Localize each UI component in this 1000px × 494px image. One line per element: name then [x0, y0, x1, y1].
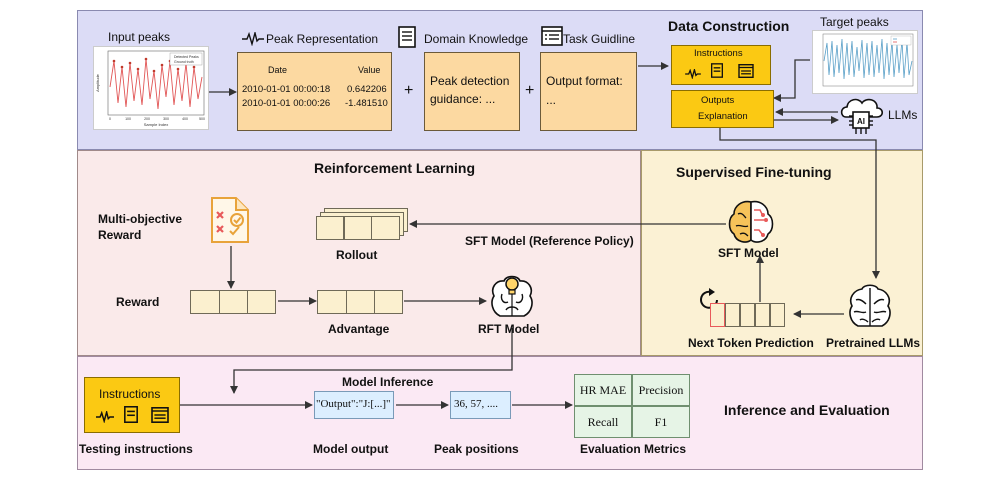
- peak-positions-value: 36, 57, ....: [454, 398, 498, 410]
- token-cell: [740, 303, 755, 327]
- table-row-2-date: 2010-01-01 00:00:26: [242, 98, 331, 109]
- peak-table-box: [237, 52, 392, 131]
- table-row-2-value: -1.481510: [345, 98, 388, 109]
- plus-sign-1: +: [404, 82, 414, 99]
- chip-ai-label: AI: [857, 117, 865, 126]
- guidance-text: Peak detection guidance: ...: [430, 74, 510, 106]
- inference-evaluation-title: Inference and Evaluation: [724, 402, 890, 418]
- waveform-icon: [685, 66, 701, 84]
- plot-xtick-6: 500: [199, 117, 205, 121]
- document-icon: [711, 63, 723, 83]
- table-row-1-date: 2010-01-01 00:00:18: [242, 84, 331, 95]
- advantage-cell: [374, 290, 403, 314]
- metric-recall: Recall: [574, 406, 632, 438]
- waveform-icon: [96, 409, 114, 428]
- peak-positions-label: Peak positions: [434, 442, 519, 456]
- sft-model-label: SFT Model: [718, 246, 779, 260]
- rft-model-label: RFT Model: [478, 322, 540, 336]
- peak-positions-box: [450, 391, 511, 419]
- plot-xtick-4: 300: [163, 117, 169, 121]
- llms-label: LLMs: [888, 108, 918, 122]
- sft-brain-circuit-icon: [726, 198, 776, 251]
- task-list-icon: [541, 26, 563, 51]
- plot-ylabel: Amplitude: [95, 73, 100, 92]
- reward-checklist-icon: [206, 194, 256, 251]
- metric-f1: F1: [632, 406, 690, 438]
- outputs-box: [671, 90, 774, 128]
- reward-label: Reward: [116, 295, 160, 309]
- metric-precision: Precision: [632, 374, 690, 406]
- plus-sign-2: +: [525, 82, 535, 99]
- input-peaks-plot: Detected Peaks Ground truth Sample Index…: [93, 46, 209, 130]
- outputs-label: Outputs: [701, 95, 735, 106]
- token-cell: [770, 303, 785, 327]
- input-peaks-label: Input peaks: [108, 30, 171, 44]
- model-output-value: "Output":"J:[...]": [316, 398, 391, 410]
- data-construction-title: Data Construction: [668, 18, 790, 34]
- target-peaks-label: Target peaks: [820, 15, 889, 29]
- llm-chip-cloud-icon: AI: [838, 95, 884, 142]
- task-list-icon: [151, 407, 169, 428]
- pretrained-llms-label: Pretrained LLMs: [826, 336, 921, 350]
- instructions-box: [671, 45, 771, 85]
- advantage-cell: [317, 290, 347, 314]
- reward-cell: [219, 290, 248, 314]
- peak-representation-label: Peak Representation: [266, 32, 379, 46]
- model-output-box: [314, 391, 394, 419]
- sft-reference-label: SFT Model (Reference Policy): [465, 234, 634, 248]
- testing-instructions-box: [84, 377, 180, 433]
- advantage-cell: [346, 290, 375, 314]
- plot-legend-entry-2: Ground truth: [174, 60, 194, 64]
- reward-cell: [247, 290, 276, 314]
- plot-xtick-3: 200: [144, 117, 150, 121]
- table-header-value: Value: [358, 65, 381, 75]
- waveform-icon: [242, 30, 264, 51]
- reinforcement-learning-title: Reinforcement Learning: [314, 160, 476, 176]
- document-icon: [398, 26, 416, 53]
- model-inference-label: Model Inference: [342, 375, 434, 389]
- rollout-label: Rollout: [336, 248, 378, 262]
- explanation-label: Explanation: [698, 111, 748, 122]
- next-token-prediction-label: Next Token Prediction: [688, 336, 814, 350]
- task-list-icon: [738, 64, 754, 83]
- guidance-box: [424, 52, 520, 131]
- output-format-box: [540, 52, 637, 131]
- document-icon: [124, 406, 138, 428]
- plot-legend-entry-1: Detected Peaks: [174, 55, 199, 59]
- reward-cell: [190, 290, 220, 314]
- token-cell: [755, 303, 770, 327]
- metric-hr-mae: HR MAE: [574, 374, 632, 406]
- testing-instructions-box-label: Instructions: [99, 387, 161, 401]
- plot-xtick-5: 400: [182, 117, 188, 121]
- rft-brain-bulb-icon: [488, 272, 536, 325]
- plot-xlabel: Sample Index: [144, 122, 168, 127]
- plot-xtick-1: 0: [109, 117, 111, 121]
- rollout-stack: [316, 208, 408, 242]
- supervised-finetuning-title: Supervised Fine-tuning: [676, 164, 832, 180]
- output-format-line1: Output format:: [546, 74, 623, 88]
- token-cell-highlighted: [710, 303, 725, 327]
- table-row-1-value: 0.642206: [347, 84, 387, 95]
- evaluation-metrics-label: Evaluation Metrics: [580, 442, 687, 456]
- output-format-line2: ...: [546, 93, 557, 107]
- model-output-label: Model output: [313, 442, 389, 456]
- testing-instructions-label: Testing instructions: [79, 442, 193, 456]
- reinforcement-learning-panel: [77, 150, 641, 356]
- multi-objective-reward-line1: Multi-objective: [98, 212, 183, 226]
- table-header-date: Date: [268, 65, 288, 75]
- multi-objective-reward-line2: Reward: [98, 228, 142, 242]
- instructions-label: Instructions: [694, 48, 743, 59]
- advantage-label: Advantage: [328, 322, 390, 336]
- target-peaks-plot: [812, 30, 918, 94]
- plot-xtick-2: 100: [125, 117, 131, 121]
- task-guideline-label: Task Guidline: [563, 32, 636, 46]
- token-cell: [725, 303, 740, 327]
- domain-knowledge-label: Domain Knowledge: [424, 32, 529, 46]
- pretrained-brain-icon: [846, 282, 894, 335]
